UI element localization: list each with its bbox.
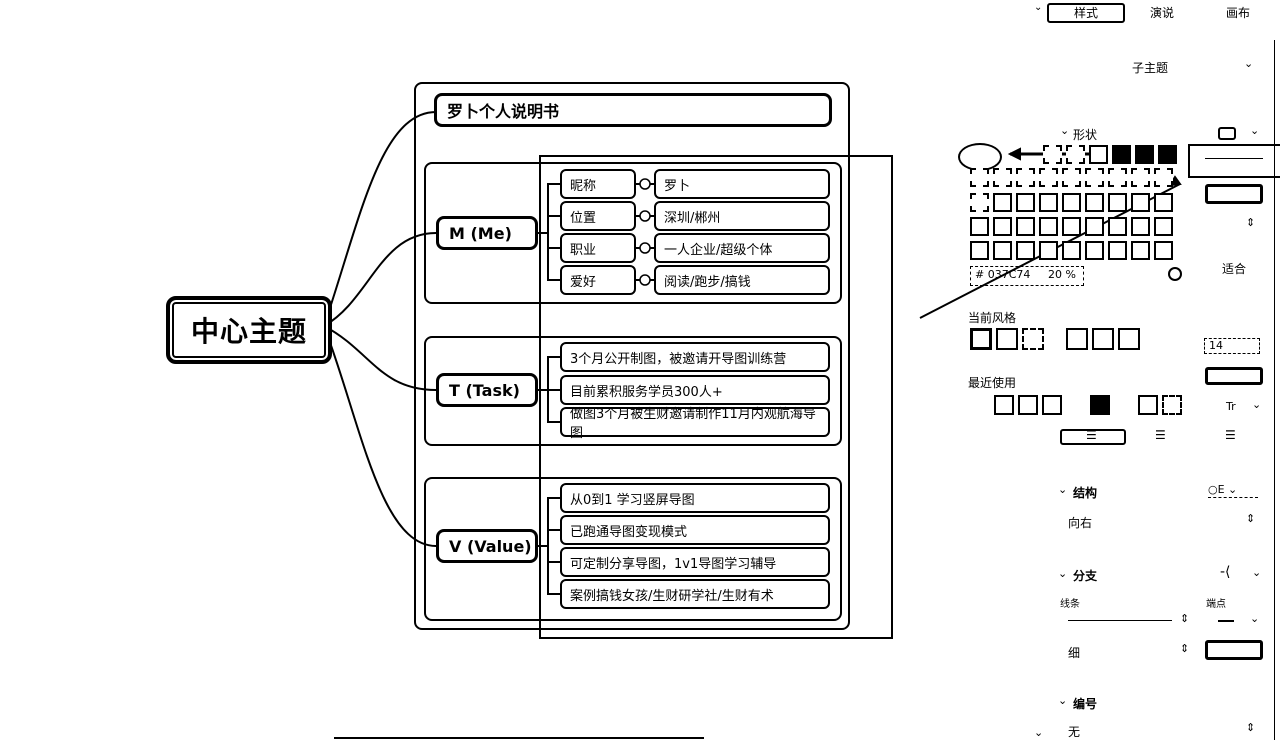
line-width-value[interactable]: 细	[1068, 646, 1081, 660]
ellipse-shape-icon[interactable]	[958, 143, 1002, 171]
branch-task[interactable]: T (Task)	[436, 373, 538, 407]
leaf-value[interactable]: 深圳/郴州	[654, 201, 830, 231]
dropdown-arrow-icon: ⌄	[1034, 2, 1043, 13]
fill-color-button[interactable]	[1205, 184, 1263, 204]
color-picker-icon[interactable]	[1168, 267, 1182, 281]
structure-icon[interactable]: ○E ⌄	[1208, 483, 1258, 498]
endpoint-style-icon[interactable]	[1218, 620, 1234, 622]
style-swatches-b[interactable]	[1066, 328, 1144, 354]
leaf-value[interactable]: 一人企业/超级个体	[654, 233, 830, 263]
stepper-icon[interactable]: ⇕	[1180, 642, 1190, 655]
leaf-key[interactable]: 位置	[560, 201, 636, 231]
chevron-down-icon[interactable]: ⌄	[1252, 398, 1262, 411]
chevron-down-icon: ⌄	[1034, 726, 1044, 739]
selection-rectangle	[539, 155, 893, 639]
tab-speech[interactable]: 演说	[1150, 6, 1175, 20]
leaf-value[interactable]: 阅读/跑步/搞钱	[654, 265, 830, 295]
leaf-item[interactable]: 从0到1 学习竖屏导图	[560, 483, 830, 513]
numbering-value[interactable]: 无	[1068, 725, 1081, 739]
tab-style[interactable]: 样式	[1047, 3, 1125, 23]
stepper-icon[interactable]: ⇕	[1246, 216, 1256, 229]
chevron-down-icon[interactable]: ⌄	[1058, 483, 1068, 496]
line-label: 线条	[1060, 599, 1080, 610]
color-row-4[interactable]	[970, 241, 1177, 264]
chevron-down-icon[interactable]: ⌄	[1250, 124, 1260, 137]
current-style-label: 当前风格	[968, 311, 1017, 325]
branch-label: 分支	[1073, 569, 1098, 583]
leaf-item[interactable]: 已跑通导图变现模式	[560, 515, 830, 545]
align-left-button[interactable]	[1060, 429, 1126, 445]
shape-row-1	[1043, 145, 1181, 168]
leaf-item[interactable]: 可定制分享导图，1v1导图学习辅导	[560, 547, 830, 577]
leaf-value[interactable]: 罗卜	[654, 169, 830, 199]
align-right-icon[interactable]: ☰	[1225, 428, 1236, 442]
subtopic-select[interactable]: 子主题	[1132, 61, 1169, 75]
numbering-label: 编号	[1073, 697, 1098, 711]
align-left-icon: ☰	[1086, 428, 1097, 442]
title-node[interactable]: 罗卜个人说明书	[434, 93, 832, 127]
branch-style-icon[interactable]: -⟨	[1220, 564, 1231, 580]
chevron-down-icon[interactable]: ⌄	[1252, 566, 1262, 579]
align-center-icon[interactable]: ☰	[1155, 428, 1166, 442]
preview-line	[1205, 158, 1263, 159]
leaf-item[interactable]: 案例搞钱女孩/生财研学社/生财有术	[560, 579, 830, 609]
structure-label: 结构	[1073, 486, 1098, 500]
style-swatches-a[interactable]	[970, 328, 1048, 354]
hex-input-box[interactable]	[970, 266, 1084, 286]
line-thickness-bar[interactable]	[1068, 620, 1172, 621]
branch-group-task	[424, 336, 842, 446]
chevron-down-icon[interactable]: ⌄	[1250, 612, 1260, 625]
branch-group-value	[424, 477, 842, 621]
endpoint-label: 端点	[1206, 599, 1226, 610]
tab-canvas[interactable]: 画布	[1226, 6, 1251, 20]
leaf-item[interactable]: 做图3个月被生财邀请制作11月内观航海导图	[560, 407, 830, 441]
recent-label: 最近使用	[968, 376, 1017, 390]
shape-label: 形状	[1073, 128, 1098, 142]
chevron-down-icon[interactable]: ⌄	[1060, 124, 1070, 137]
text-color-button[interactable]	[1205, 367, 1263, 385]
chevron-down-icon[interactable]: ⌄	[1058, 694, 1068, 707]
branch-value[interactable]: V (Value)	[436, 529, 538, 563]
structure-value[interactable]: 向右	[1068, 516, 1093, 530]
branch-me[interactable]: M (Me)	[436, 216, 538, 250]
hex-input[interactable]: # 037C74	[975, 268, 1031, 281]
font-size-select[interactable]: 14	[1204, 338, 1260, 354]
text-style-icon[interactable]: Tr	[1226, 400, 1236, 413]
leaf-item[interactable]: 3个月公开制图，被邀请开导图训练营	[560, 342, 830, 372]
stepper-icon[interactable]: ⇕	[1246, 721, 1256, 734]
shape-preview-box	[1188, 144, 1280, 178]
leaf-key[interactable]: 爱好	[560, 265, 636, 295]
color-row-3[interactable]	[970, 217, 1177, 240]
shape-preview-icon	[1218, 127, 1236, 140]
panel-scrollbar[interactable]	[1274, 40, 1275, 740]
chevron-down-icon[interactable]: ⌄	[1058, 567, 1068, 580]
leaf-key[interactable]: 职业	[560, 233, 636, 263]
recent-swatches-b[interactable]	[1090, 395, 1186, 419]
leaf-key[interactable]: 昵称	[560, 169, 636, 199]
branch-group-me	[424, 162, 842, 304]
stepper-icon[interactable]: ⇕	[1246, 512, 1256, 525]
recent-swatches-a[interactable]	[994, 395, 1066, 419]
fit-label[interactable]: 适合	[1222, 262, 1247, 276]
chevron-down-icon: ⌄	[1244, 57, 1254, 70]
stepper-icon[interactable]: ⇕	[1180, 612, 1190, 625]
color-row-1[interactable]	[970, 168, 1177, 191]
central-topic[interactable]: 中心主题	[166, 296, 332, 364]
boundary-frame	[414, 82, 850, 630]
branch-color-button[interactable]	[1205, 640, 1263, 660]
leaf-item[interactable]: 目前累积服务学员300人+	[560, 375, 830, 405]
opacity-input[interactable]: 20 %	[1048, 268, 1076, 281]
color-row-2[interactable]	[970, 193, 1177, 216]
